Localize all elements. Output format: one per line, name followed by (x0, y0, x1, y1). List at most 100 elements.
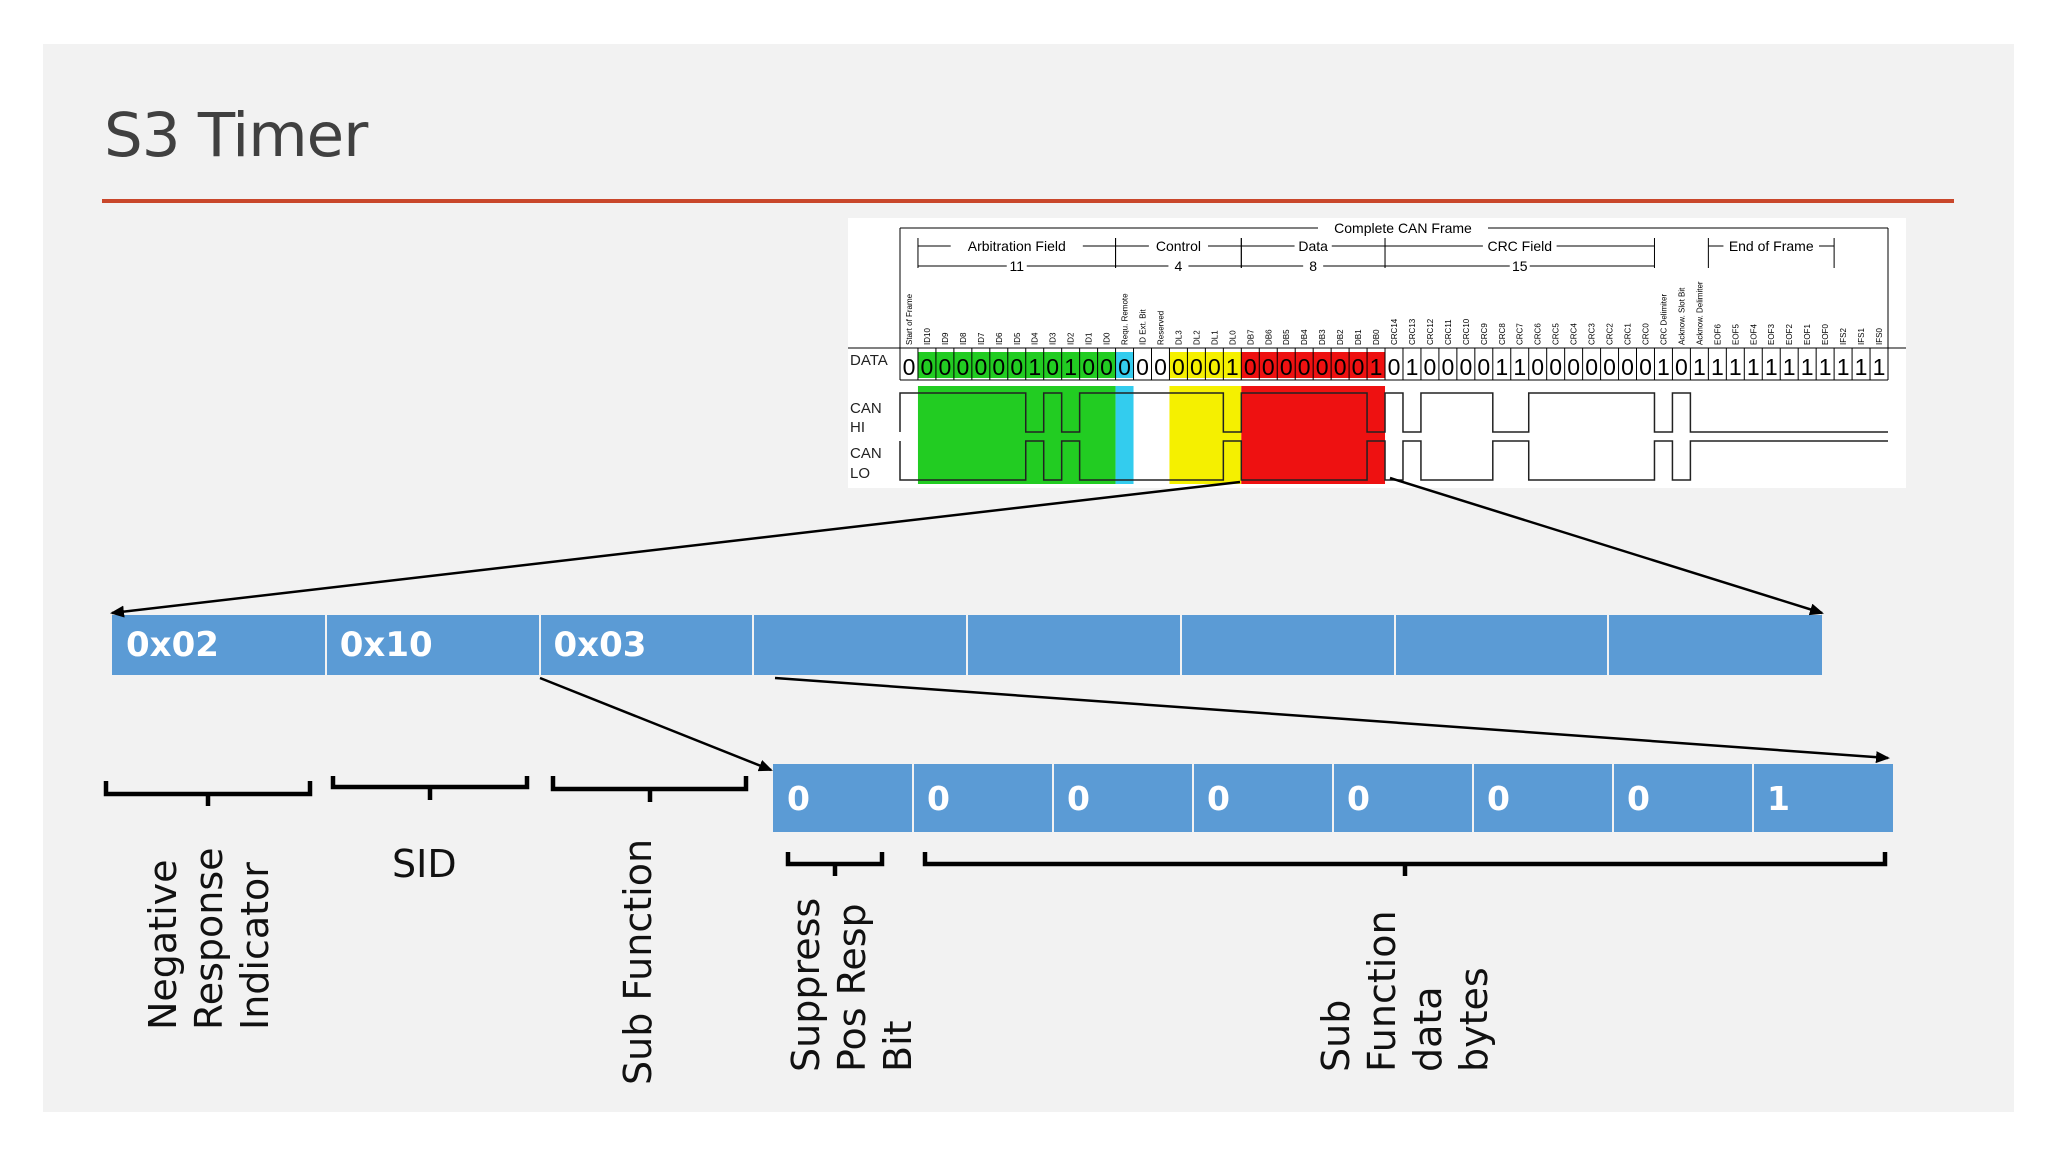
field-bit-count: 11 (1009, 258, 1024, 274)
slide-title: S3 Timer (104, 100, 368, 171)
bit-name: ID4 (1031, 332, 1040, 345)
bit-name: EOF1 (1803, 324, 1812, 345)
sub-function-bit-cell: 1 (1753, 764, 1893, 832)
bit-value: 0 (1639, 354, 1652, 380)
cell-divider (912, 764, 914, 832)
field-bit-count: 15 (1512, 258, 1528, 274)
bit-name: CRC14 (1390, 318, 1399, 345)
bit-name: DB5 (1282, 329, 1291, 345)
bit-value: 0 (1567, 354, 1580, 380)
data-byte-cell (1180, 615, 1395, 675)
bit-name: EOF5 (1731, 324, 1740, 345)
bit-name: ID3 (1049, 332, 1058, 345)
bit-name: EOF6 (1713, 324, 1722, 345)
label-bg (1294, 238, 1332, 254)
bit-value: 0 (1136, 354, 1149, 380)
slide-background (43, 44, 2014, 1112)
bit-value: 0 (1621, 354, 1634, 380)
bit-name: ID2 (1067, 332, 1076, 345)
cell-divider (1192, 764, 1194, 832)
bit-name: CRC5 (1552, 323, 1561, 345)
field-bit-count: 8 (1309, 258, 1317, 274)
bit-name: EOF2 (1785, 324, 1794, 345)
bit-name: IFS2 (1839, 328, 1848, 345)
bit-value: 0 (1172, 354, 1185, 380)
bit-value: 0 (1100, 354, 1113, 380)
bit-value: 1 (1729, 354, 1742, 380)
field-name: Data (1298, 238, 1328, 254)
bit-value: 0 (1298, 354, 1311, 380)
field-name: Arbitration Field (968, 238, 1066, 254)
bit-name: DL0 (1228, 330, 1237, 345)
bit-value: 1 (1783, 354, 1796, 380)
row-label-data: DATA (850, 352, 888, 369)
bit-name: DL1 (1210, 330, 1219, 345)
sub-function-bit-cell: 0 (1053, 764, 1193, 832)
bit-value: 0 (1549, 354, 1562, 380)
bit-value: 0 (1208, 354, 1221, 380)
bit-value: 1 (1693, 354, 1706, 380)
sub-function-bit-cell: 0 (1193, 764, 1333, 832)
label-bg (1482, 238, 1557, 254)
bit-value: 1 (1855, 354, 1868, 380)
can-lo-trace (899, 440, 1888, 481)
bit-name: DB1 (1354, 329, 1363, 345)
bit-name: CRC Delimiter (1659, 294, 1668, 345)
bit-name: ID8 (959, 332, 968, 345)
bit-value: 0 (1352, 354, 1365, 380)
row-label-can-lo: CAN (850, 445, 882, 462)
bit-value: 1 (1406, 354, 1419, 380)
bit-name: EOF3 (1767, 324, 1776, 345)
bit-value: 0 (1118, 354, 1131, 380)
bit-value: 0 (1675, 354, 1688, 380)
bit-value: 1 (1028, 354, 1041, 380)
bit-value: 0 (1082, 354, 1095, 380)
bit-value: 1 (1873, 354, 1886, 380)
bit-value: 0 (1280, 354, 1293, 380)
signal-color-band (917, 386, 1116, 484)
data-byte-cell (967, 615, 1181, 675)
bit-value: 0 (1603, 354, 1616, 380)
data-byte-cell: 0x03 (539, 615, 754, 675)
bit-value: 1 (1711, 354, 1724, 380)
bit-value: 1 (1819, 354, 1832, 380)
label-bg (1303, 258, 1324, 274)
bit-name: Acknow. Slot Bit (1677, 287, 1686, 345)
bit-value: 1 (1064, 354, 1077, 380)
label-bg (1723, 238, 1820, 254)
sub-function-bit-cell: 0 (1473, 764, 1613, 832)
bit-name: Acknow. Delimiter (1695, 281, 1704, 345)
bit-value: 1 (1747, 354, 1760, 380)
bit-name: EOF4 (1749, 324, 1758, 345)
data-cell-color (917, 352, 1116, 378)
bit-name: CRC13 (1408, 318, 1417, 345)
bit-value: 0 (1531, 354, 1544, 380)
label-bg (950, 238, 1083, 254)
bit-name: CRC0 (1641, 323, 1650, 345)
sub-function-bit-cell: 0 (1333, 764, 1473, 832)
row-label-can-hi: CAN (850, 400, 882, 417)
bit-name: DB6 (1264, 329, 1273, 345)
sub-function-bit-cell: 0 (913, 764, 1053, 832)
label-bg (1148, 238, 1208, 254)
label-sid: SID (392, 842, 457, 886)
field-name: CRC Field (1487, 238, 1552, 254)
label-sub-function: Sub Function (616, 838, 660, 1085)
cell-divider (752, 615, 755, 675)
sub-function-bit-cell: 0 (1613, 764, 1753, 832)
bit-name: Start of Frame (905, 293, 914, 345)
cell-divider (1607, 615, 1610, 675)
bit-value: 0 (1190, 354, 1203, 380)
bit-name: IFS0 (1875, 328, 1884, 345)
bit-value: 1 (1226, 354, 1239, 380)
bit-value: 0 (1154, 354, 1167, 380)
field-name: End of Frame (1729, 238, 1814, 254)
row-label-can-lo: LO (850, 465, 870, 482)
bit-value: 0 (956, 354, 969, 380)
label-bg (1318, 220, 1488, 236)
